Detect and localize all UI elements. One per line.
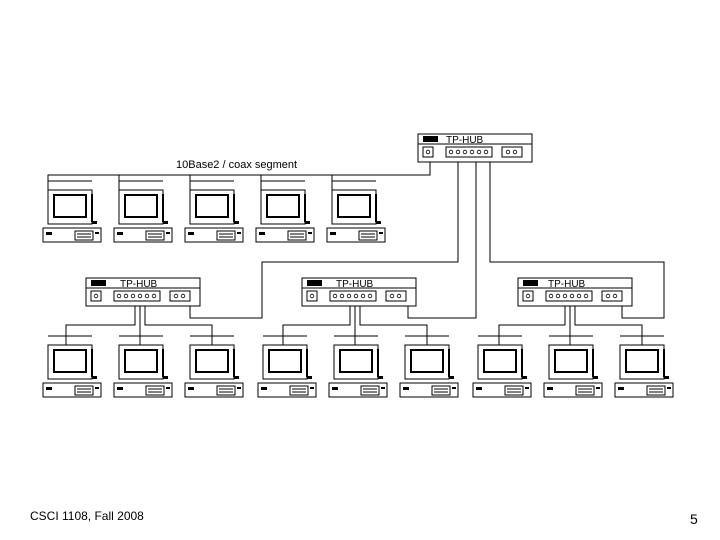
computer [472,335,532,398]
pc-cable [359,303,428,345]
pc-cable [144,303,213,345]
main-hub: TP-HUB [417,133,533,163]
network-cables [47,157,665,345]
computer [326,180,386,243]
hub-left: TP-HUB [85,277,201,307]
computer [399,335,459,398]
pc-cable [498,303,566,345]
computer [255,180,315,243]
coax-tap [118,175,333,190]
page-number: 5 [690,511,698,527]
hub-right: TP-HUB [517,277,633,307]
pc-cable [282,303,351,345]
course-footer: CSCI 1108, Fall 2008 [30,509,144,523]
computer [113,180,173,243]
computer [328,335,388,398]
pc-cable [65,303,136,345]
computer [614,335,674,398]
hub-middle: TP-HUB [301,277,417,307]
uplink-cable [489,157,665,319]
hub-label: TP-HUB [120,279,158,290]
hub-label: TP-HUB [446,135,484,146]
computer [184,180,244,243]
computer [113,335,173,398]
computer [257,335,317,398]
pc-cable [574,303,643,345]
coax-segment-label: 10Base2 / coax segment [176,159,297,171]
hub-label: TP-HUB [336,279,374,290]
computer [543,335,603,398]
uplink-cable [189,157,459,319]
coax-cable [47,157,431,190]
computer [42,335,102,398]
hub-label: TP-HUB [548,279,586,290]
computer [184,335,244,398]
computer [42,180,102,243]
uplink-cable [407,157,477,319]
